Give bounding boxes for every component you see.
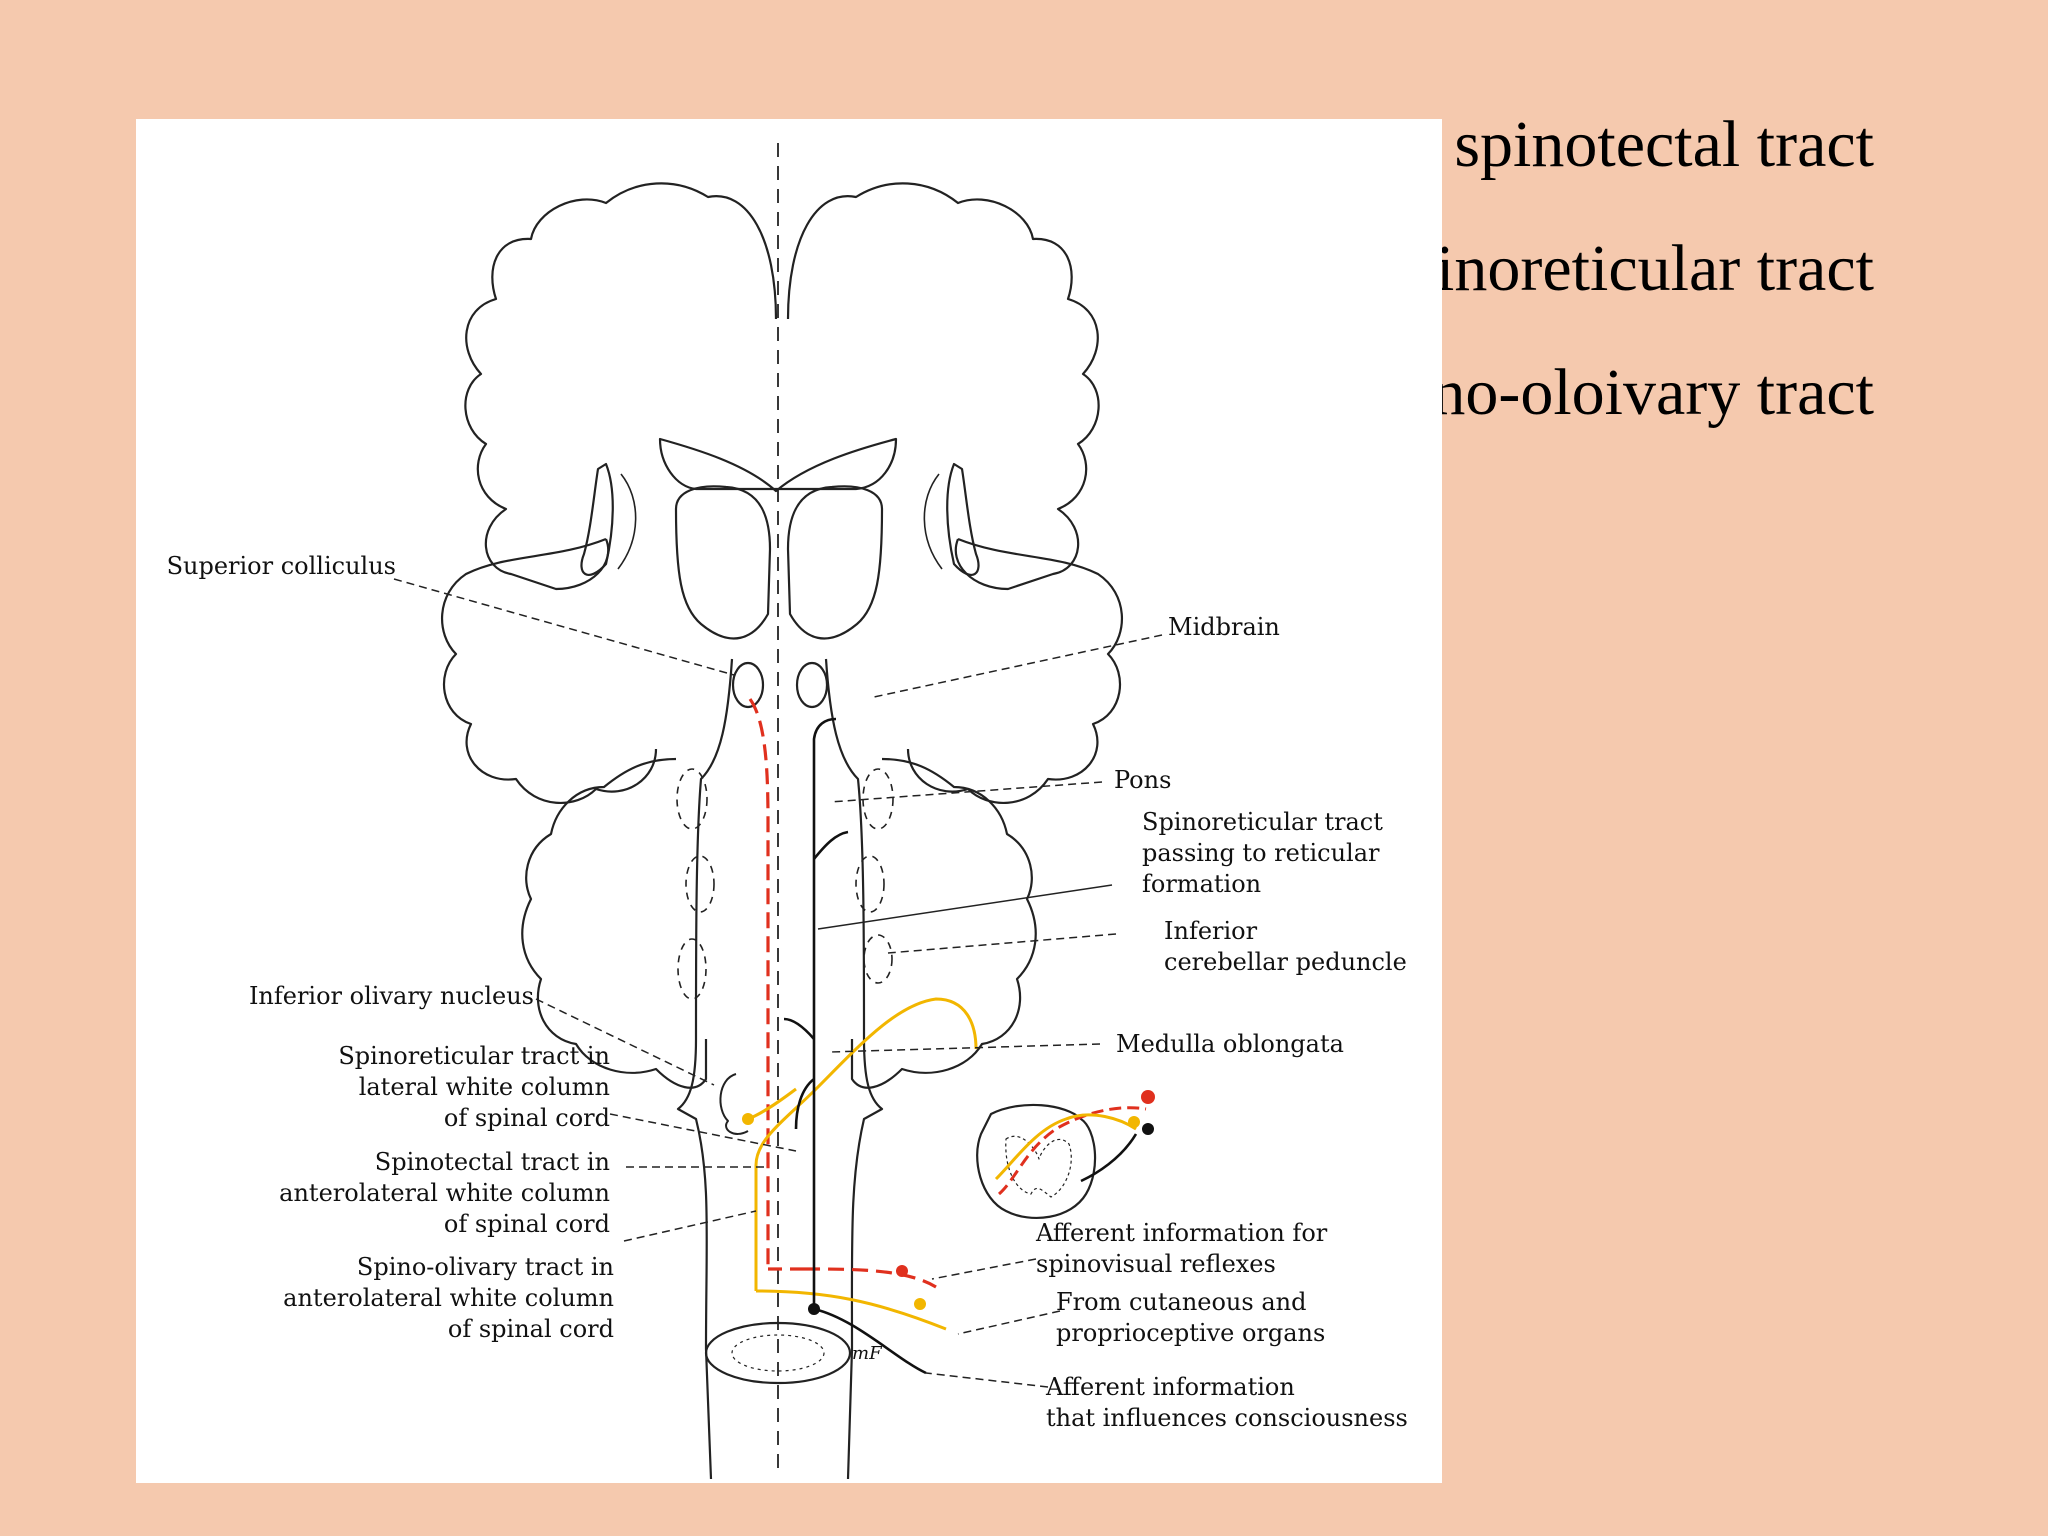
spinoreticular-tract: [812, 717, 837, 1309]
label-spinoreticular-passing: Spinoreticular tract passing to reticula…: [1142, 808, 1383, 898]
dashed-nucleus-right-3: [863, 934, 893, 984]
dashed-nucleus-left-3: [677, 938, 707, 1000]
olive-synapse: [742, 1113, 754, 1125]
cerebellum-right: [850, 757, 1037, 1089]
spinotectal-synapse: [896, 1265, 908, 1277]
spinoolivary-synapse: [914, 1298, 926, 1310]
label-inferior-olivary-nucleus: Inferior olivary nucleus: [248, 982, 534, 1010]
leader-inferior-cerebellar-peduncle: [887, 933, 1117, 954]
right-cerebral-hemisphere: [786, 182, 1100, 591]
label-inferior-cerebellar-peduncle: Inferior cerebellar peduncle: [1164, 917, 1407, 976]
slide-title-spinoreticular: spinoreticular tract: [1377, 232, 1874, 305]
spinotectal-tract: [748, 698, 770, 1269]
spinal-cord-grey-matter: [731, 1334, 825, 1372]
leader-pons: [829, 781, 1103, 803]
spinoreticular-branch-2: [783, 1017, 815, 1040]
spinoolivary-afferent: [755, 1289, 947, 1331]
label-spinoolivary-anterolateral: Spino-olivary tract in anterolateral whi…: [283, 1253, 614, 1343]
label-spinotectal-anterolateral: Spinotectal tract in anterolateral white…: [279, 1148, 610, 1238]
label-medulla-oblongata: Medulla oblongata: [1116, 1030, 1344, 1058]
cerebellum-left: [521, 757, 708, 1089]
left-cerebral-hemisphere: [464, 182, 778, 591]
spinotectal-inset: [997, 1106, 1147, 1196]
right-lateral-ventricle: [946, 462, 980, 576]
label-midbrain: Midbrain: [1168, 613, 1280, 641]
brainstem-right-outline: [824, 658, 884, 1480]
label-spinoreticular-lateral: Spinoreticular tract in lateral white co…: [338, 1042, 610, 1132]
label-pons: Pons: [1114, 766, 1172, 794]
leader-spinoolivary: [623, 1210, 757, 1242]
inset-black-synapse: [1142, 1123, 1154, 1135]
label-superior-colliculus: Superior colliculus: [166, 552, 396, 580]
leader-spinoreticular-passing: [817, 884, 1113, 930]
dashed-nucleus-right-2: [855, 855, 885, 913]
leader-superior-colliculus: [393, 578, 735, 676]
leader-inferior-olivary: [535, 998, 715, 1086]
left-internal-capsule: [617, 473, 637, 570]
spinoreticular-inset: [1080, 1133, 1138, 1183]
leader-medulla: [829, 1043, 1101, 1053]
brain-diagram: mF: [393, 143, 1163, 1480]
dashed-nucleus-left-2: [685, 855, 715, 913]
superior-colliculus-left: [731, 661, 765, 709]
label-from-cutaneous: From cutaneous and proprioceptive organs: [1056, 1288, 1326, 1347]
leader-from-cutaneous: [957, 1310, 1061, 1335]
spinoolivary-tract: [754, 997, 978, 1291]
inset-yellow-synapse: [1128, 1116, 1140, 1128]
brainstem-left-outline: [676, 658, 734, 1480]
left-temporal-lobe: [440, 537, 658, 805]
third-ventricle-cap: [658, 437, 898, 493]
spinoreticular-synapse: [808, 1303, 820, 1315]
leader-afferent-consciousness: [925, 1372, 1049, 1388]
inset-spinal-cord: [976, 1103, 1097, 1219]
spinoolivary-inset: [994, 1113, 1137, 1181]
spinoreticular-branch-3: [794, 1077, 815, 1130]
dashed-nucleus-left-1: [676, 768, 708, 830]
leader-spinoreticular-lateral: [609, 1113, 797, 1152]
spinal-cord-cross-section: [704, 1321, 852, 1385]
left-lateral-ventricle: [580, 462, 614, 576]
inset-red-synapse: [1141, 1090, 1155, 1104]
spinoreticular-afferent: [813, 1307, 927, 1375]
mf-mark: mF: [852, 1343, 883, 1364]
left-thalamus: [674, 485, 772, 640]
spinoreticular-branch-1: [812, 830, 849, 860]
dashed-nucleus-right-1: [862, 768, 894, 830]
right-internal-capsule: [923, 473, 943, 570]
leader-afferent-spinovisual: [931, 1258, 1037, 1280]
leader-midbrain: [873, 634, 1163, 698]
right-thalamus: [786, 485, 884, 640]
label-afferent-consciousness: Afferent information that influences con…: [1046, 1373, 1408, 1432]
slide-title-spinotectal: spinotectal tract: [1454, 108, 1874, 181]
figure-panel: mF Superior colliculus Midbrain Pons Spi…: [136, 119, 1442, 1483]
label-afferent-spinovisual: Afferent information for spinovisual ref…: [1036, 1219, 1328, 1278]
right-temporal-lobe: [906, 537, 1124, 805]
inset-grey-matter: [1005, 1135, 1072, 1198]
superior-colliculus-right: [795, 661, 829, 709]
spinotectal-afferent: [803, 1267, 937, 1289]
inferior-olivary-nucleus: [719, 1073, 749, 1135]
